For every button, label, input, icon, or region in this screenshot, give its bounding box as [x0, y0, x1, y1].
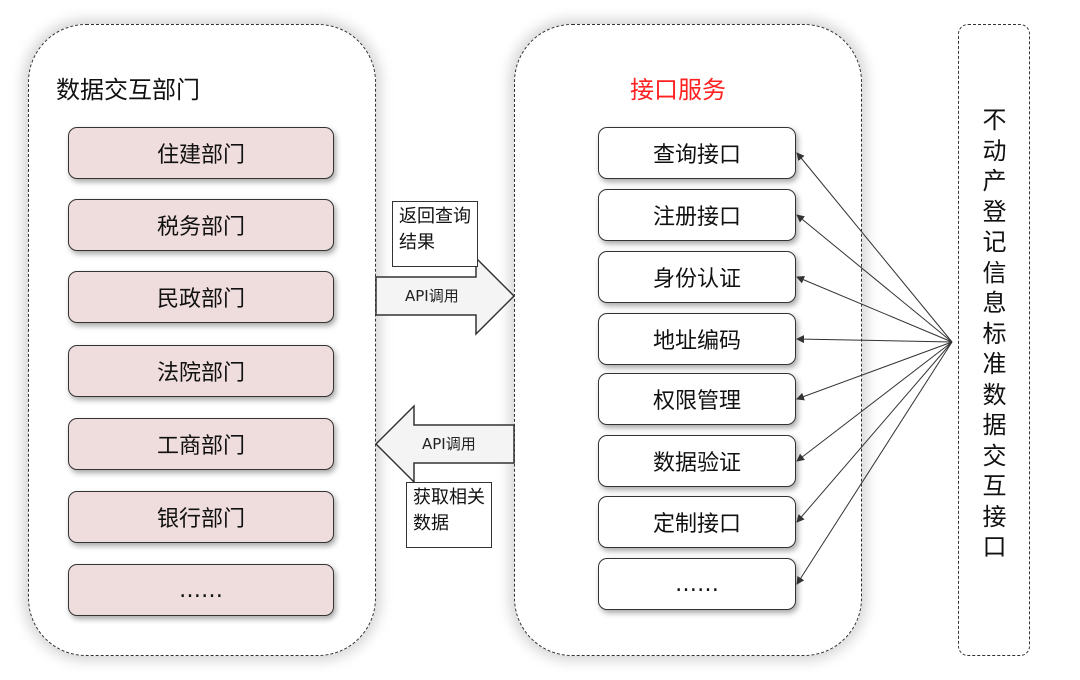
department-commerce: 工商部门	[68, 418, 334, 470]
department-tax: 税务部门	[68, 199, 334, 251]
api-call-label-bottom: API调用	[422, 435, 476, 453]
interface-services-title: 接口服务	[630, 76, 726, 104]
service-register: 注册接口	[598, 189, 796, 241]
service-address-coding: 地址编码	[598, 313, 796, 365]
link-line-query	[796, 152, 953, 343]
department-court: 法院部门	[68, 345, 334, 397]
vertical-label-char: 口	[982, 533, 1007, 561]
link-line-address	[796, 335, 953, 344]
vertical-label-char: 互	[982, 472, 1007, 500]
vertical-label-char: 动	[982, 136, 1007, 165]
vertical-label-char: 接	[982, 502, 1007, 531]
vertical-label-char: 息	[982, 289, 1007, 317]
link-line-permission	[796, 341, 953, 401]
departments-title: 数据交互部门	[56, 76, 200, 104]
service-custom: 定制接口	[598, 496, 796, 548]
department-bank: 银行部门	[68, 491, 334, 543]
vertical-label-char: 数	[982, 380, 1007, 409]
return-query-result-note: 返回查询结果	[392, 201, 478, 267]
vertical-label-char: 产	[982, 167, 1007, 195]
api-call-label-top: API调用	[405, 287, 459, 305]
api-call-arrow-left	[374, 404, 515, 484]
link-line-validation	[796, 341, 953, 462]
vertical-label-char: 据	[982, 411, 1007, 439]
vertical-label-char: 标	[982, 319, 1007, 348]
vertical-label-char: 信	[982, 258, 1007, 287]
vertical-label-char: 准	[982, 350, 1007, 378]
link-line-identity	[796, 276, 953, 343]
link-line-custom	[796, 341, 953, 523]
get-related-data-note: 获取相关数据	[406, 482, 492, 548]
standard-interface-label: 不动产登记信息标准数据交互接口	[958, 105, 1031, 563]
service-permission: 权限管理	[598, 373, 796, 425]
vertical-label-char: 交	[982, 441, 1007, 470]
vertical-label-char: 记	[982, 228, 1007, 256]
standard-interface-panel	[958, 24, 1030, 656]
service-more: ……	[598, 558, 796, 610]
service-identity-auth: 身份认证	[598, 251, 796, 303]
service-data-validation: 数据验证	[598, 435, 796, 487]
service-query: 查询接口	[598, 127, 796, 179]
link-line-register	[796, 214, 953, 343]
api-call-arrow-right	[375, 256, 516, 336]
vertical-label-char: 不	[982, 106, 1007, 134]
department-more: ……	[68, 564, 334, 616]
department-housing: 住建部门	[68, 127, 334, 179]
vertical-label-char: 登	[982, 197, 1007, 226]
link-line-more	[796, 341, 953, 585]
department-civil-affairs: 民政部门	[68, 271, 334, 323]
